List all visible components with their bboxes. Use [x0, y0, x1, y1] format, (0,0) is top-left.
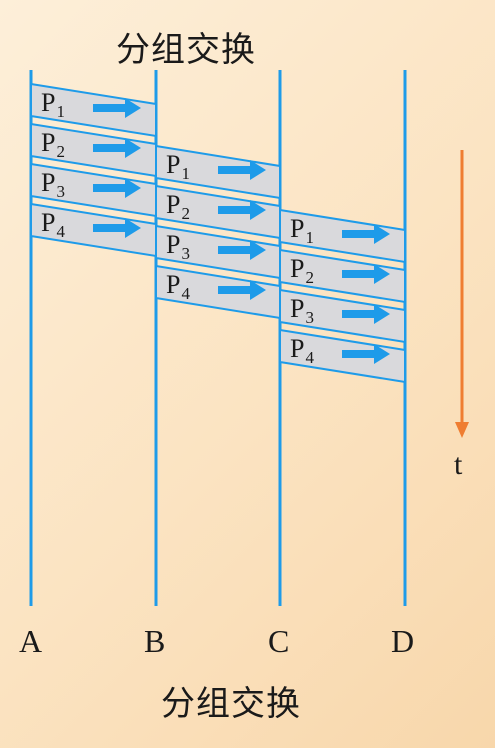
right-arrow-icon [218, 240, 266, 260]
packet-p2-hop-cd: P2 [279, 248, 406, 304]
node-label-b: B [144, 623, 165, 659]
right-arrow-icon [218, 200, 266, 220]
right-arrow-icon [93, 138, 141, 158]
node-label-c: C [268, 623, 289, 659]
right-arrow-icon [342, 344, 390, 364]
title-top: 分组交换 [116, 30, 256, 70]
right-arrow-icon [93, 178, 141, 198]
right-arrow-icon [93, 98, 141, 118]
packet-p3-hop-bc: P3 [155, 224, 281, 280]
time-axis: t [454, 150, 469, 481]
time-arrow-head-icon [455, 422, 469, 438]
node-label-a: A [19, 623, 42, 659]
packet-p3-hop-cd: P3 [279, 288, 406, 344]
packet-p1-hop-ab: P1 [30, 82, 157, 138]
time-label: t [454, 448, 463, 481]
title-bottom: 分组交换 [161, 684, 301, 724]
right-arrow-icon [93, 218, 141, 238]
right-arrow-icon [342, 264, 390, 284]
right-arrow-icon [218, 280, 266, 300]
packet-p4-hop-ab: P4 [30, 202, 157, 258]
node-label-d: D [391, 623, 414, 659]
packet-p1-hop-cd: P1 [279, 208, 406, 264]
right-arrow-icon [342, 224, 390, 244]
node-labels: A B C D [19, 623, 414, 659]
packet-p4-hop-cd: P4 [279, 328, 406, 384]
packet-p3-hop-ab: P3 [30, 162, 157, 218]
right-arrow-icon [218, 160, 266, 180]
right-arrow-icon [342, 304, 390, 324]
packet-p1-hop-bc: P1 [155, 144, 281, 200]
